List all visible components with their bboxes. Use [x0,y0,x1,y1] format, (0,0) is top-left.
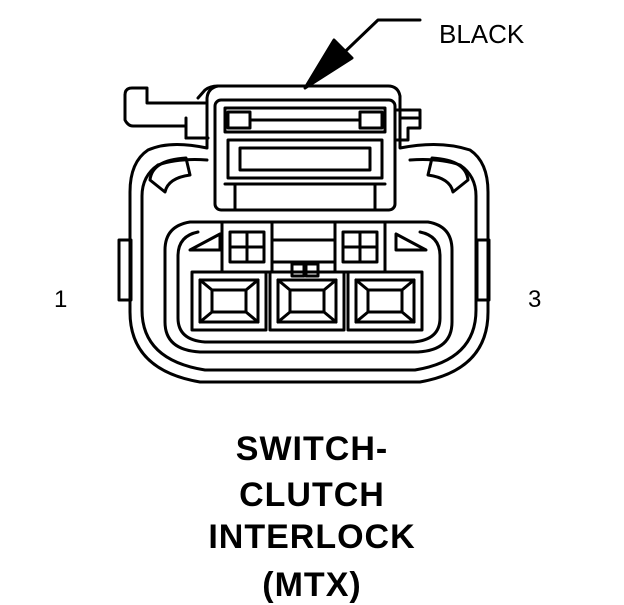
pin-cavity-1 [190,270,268,332]
inner-cavity [163,220,454,354]
title-line-4: (MTX) [262,566,362,604]
latch [123,84,220,140]
lock-body [213,98,422,212]
pin-cavities [190,270,424,332]
pin-number-left: 1 [54,286,68,313]
title-line-3: INTERLOCK [208,518,416,556]
pin-number-right: 3 [528,286,542,313]
connector-housing [128,84,490,384]
title-line-2: CLUTCH [239,476,385,514]
connector-color-label: BLACK [439,19,525,49]
pin-cavity-2 [268,270,346,332]
leader-arrow [303,18,422,90]
title-line-1: SWITCH- [235,430,389,468]
pin-cavity-3 [346,270,424,332]
